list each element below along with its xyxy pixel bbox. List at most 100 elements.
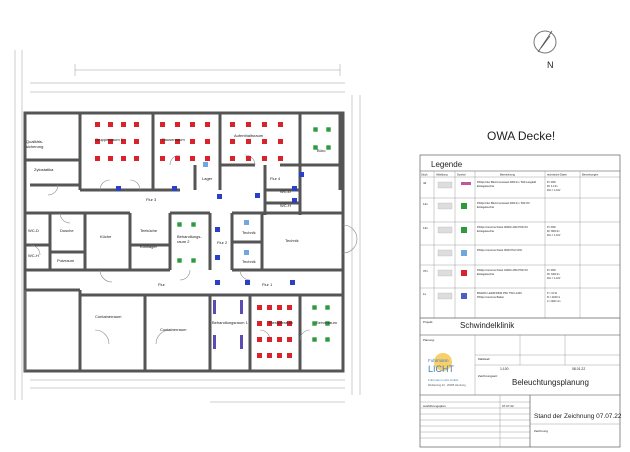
light-therapieraum-12 — [257, 353, 262, 358]
room-teekueche: Teeküche — [140, 228, 158, 233]
sheet-frame — [419, 154, 621, 448]
light-wch-top — [292, 198, 297, 203]
light-gruppenraum-7 — [134, 139, 139, 144]
legend-title: Legende — [431, 160, 463, 169]
compass: N — [533, 30, 557, 70]
legend-symbol-icon — [461, 250, 467, 256]
legend-header-1: Abbildung — [436, 173, 448, 177]
legend-header-0: Stück — [421, 173, 428, 177]
logo-sub: Fuhrmann Licht GmbH — [428, 378, 458, 382]
legend-row: Philips CoreLine Panel 3600 PSU NOC — [420, 248, 620, 266]
legend-description: Philips CoreLine Panel 3600 PSU NOC — [477, 248, 522, 252]
legend-description-sub: Einlegeleuchte — [477, 229, 495, 233]
legend-tech-2: Φ = 4100 lm — [547, 296, 560, 299]
room-technik1: Technik — [242, 230, 256, 235]
room-behandlung2-1: Behandlungs- — [177, 234, 202, 239]
light-aufenthaltsraum-7 — [278, 139, 283, 144]
room-wch-top: WC-H — [280, 203, 291, 208]
room-flur3: Flur 3 — [146, 197, 157, 202]
room-kuehllager: Kühllager — [140, 244, 158, 249]
light-buero-0 — [312, 126, 319, 133]
logo-address: Weidenring 23 · 20095 Hamburg — [428, 383, 466, 387]
light-serverraum-5 — [324, 336, 331, 343]
light-serverraum-1 — [324, 304, 331, 311]
room-flur4: Flur 4 — [270, 176, 281, 181]
room-flur1: Flur 1 — [262, 282, 273, 287]
light-buero-1 — [325, 126, 332, 133]
north-label: N — [547, 60, 554, 70]
light-therapieraum-13 — [267, 353, 272, 358]
light-pausenraum-7 — [205, 139, 210, 144]
light-aufenthaltsraum-10 — [262, 156, 267, 161]
legend-symbol-icon — [461, 227, 467, 233]
light-therapieraum-9 — [267, 337, 272, 342]
light-serverraum-3 — [324, 320, 331, 327]
light-pausenraum-10 — [190, 156, 195, 161]
light-gruppenraum-9 — [108, 156, 113, 161]
light-aufenthaltsraum-0 — [230, 122, 235, 127]
room-serverraum: Serverraum — [316, 320, 338, 325]
light-gruppenraum-3 — [134, 122, 139, 127]
legend-product-image — [437, 202, 453, 210]
massstab-label: Maßstab — [478, 357, 490, 361]
light-aufenthaltsraum-2 — [262, 122, 267, 127]
room-gruppenraum: Gruppenraum 1 — [95, 137, 124, 142]
legend-tech-1: P= 40W — [547, 181, 556, 184]
light-flur3-a — [116, 186, 121, 191]
company-logo: Fuhrmann LICHT Fuhrmann Licht GmbH Weide… — [428, 353, 466, 387]
light-therapieraum-11 — [287, 337, 292, 342]
room-aufenthaltsraum: Aufenthaltsraum — [234, 133, 264, 138]
title-block: Projekt: Schwindelklinik Planung: Maßsta… — [420, 317, 622, 447]
room-qs-2: sicherung — [26, 144, 43, 149]
room-wch: WC-H — [28, 253, 39, 258]
light-pausenraum-11 — [205, 156, 210, 161]
light-aufenthaltsraum-9 — [246, 156, 251, 161]
light-pausenraum-5 — [175, 139, 180, 144]
room-zytostatika: Zytostatika — [34, 167, 54, 172]
light-therapieraum-7 — [287, 321, 292, 326]
light-gruppenraum-11 — [134, 156, 139, 161]
legend-symbol-icon — [461, 293, 467, 299]
projekt-label: Projekt: — [423, 320, 433, 324]
light-flur-b — [245, 280, 250, 285]
room-technik3: Technik — [242, 259, 256, 264]
light-pausenraum-6 — [190, 139, 195, 144]
light-behandlung2b-1 — [190, 257, 197, 264]
light-pausenraum-2 — [190, 122, 195, 127]
legend-tech-2: Φ= 4.0 lm — [547, 185, 557, 188]
room-containerraum-2: Containerraum — [160, 327, 187, 332]
light-gruppenraum-6 — [121, 139, 126, 144]
light-wcd-top — [292, 186, 297, 191]
revision-date: 07.07.22 — [502, 404, 514, 408]
legend-description-sub: Einlegeleuchte — [477, 184, 495, 188]
light-gruppenraum-1 — [108, 122, 113, 127]
light-pausenraum-0 — [160, 122, 165, 127]
light-flur1 — [290, 280, 295, 285]
projekt-value: Schwindelklinik — [460, 321, 515, 330]
legend-description: Philips CoreLine Panel 3400lm 830 PSD OC — [477, 268, 528, 272]
room-wcd: WC-D — [28, 228, 39, 233]
room-pausenraum: Pausenraum — [162, 137, 185, 142]
room-putzraum: Putzraum — [57, 258, 75, 263]
legend-qty: 13x — [423, 226, 428, 230]
legend-qty: 12x — [423, 202, 428, 206]
room-qs-1: Qualitäts- — [26, 139, 44, 144]
light-therapieraum-2 — [277, 305, 282, 310]
light-buero-2 — [312, 144, 319, 151]
legend-qty: 44 — [423, 181, 427, 185]
zeichnung-nr-label: Zeichnung — [534, 429, 548, 433]
legend-tech-2: Φ= 3400 lm — [547, 273, 559, 276]
light-aufenthaltsraum-5 — [246, 139, 251, 144]
light-aufenthaltsraum-3 — [278, 122, 283, 127]
legend-description-sub: Philips CoreLine Batten — [477, 295, 505, 299]
legend-description: Philips Flex Blend recessed 4000 lm / 84… — [477, 201, 530, 205]
light-gruppenraum-4 — [95, 139, 100, 144]
light-lager — [203, 162, 208, 167]
light-therapieraum-8 — [257, 337, 262, 342]
legend-qty: 1x — [423, 292, 427, 296]
legend-header-4: technische Daten — [547, 173, 568, 177]
legend-header-5: Bemerkungen — [582, 173, 599, 177]
light-serverraum-0 — [311, 304, 318, 311]
